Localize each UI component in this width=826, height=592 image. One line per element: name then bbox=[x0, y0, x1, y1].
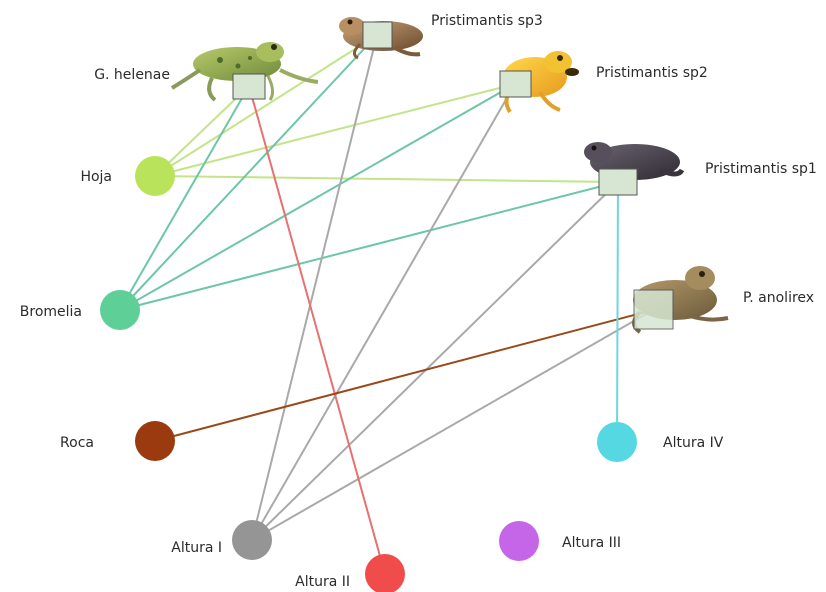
edge-bromelia-sp1 bbox=[120, 182, 618, 310]
species-layer: G. helenae Pristimantis sp3 bbox=[94, 13, 817, 332]
species-label-sp1: Pristimantis sp1 bbox=[705, 161, 817, 177]
anchor-box bbox=[500, 71, 531, 97]
hoja-circle bbox=[135, 156, 175, 196]
species-node-helenae[interactable]: G. helenae bbox=[94, 42, 318, 100]
habitat-node-altura1[interactable]: Altura I bbox=[171, 520, 272, 560]
habitat-node-altura2[interactable]: Altura II bbox=[295, 554, 405, 592]
edge-altura1-sp3 bbox=[252, 35, 377, 540]
habitat-label-altura-iii: Altura III bbox=[562, 535, 621, 551]
habitat-label-bromelia: Bromelia bbox=[20, 304, 82, 320]
altura-ii-circle bbox=[365, 554, 405, 592]
edge-hoja-sp1 bbox=[155, 176, 618, 182]
edges-layer bbox=[120, 35, 653, 574]
edge-altura2-helenae bbox=[249, 86, 385, 574]
habitat-node-bromelia[interactable]: Bromelia bbox=[20, 290, 140, 330]
edge-altura1-sp2 bbox=[252, 84, 515, 540]
altura-iii-circle bbox=[499, 521, 539, 561]
species-node-anolirex[interactable]: P. anolirex bbox=[633, 266, 814, 332]
habitat-label-altura-ii: Altura II bbox=[295, 574, 350, 590]
species-label-anolirex: P. anolirex bbox=[743, 290, 814, 306]
edge-roca-anolirex bbox=[155, 310, 653, 441]
anchor-box bbox=[634, 290, 673, 329]
habitat-node-roca[interactable]: Roca bbox=[60, 421, 175, 461]
species-label-sp2: Pristimantis sp2 bbox=[596, 65, 708, 81]
species-node-sp3[interactable]: Pristimantis sp3 bbox=[339, 13, 543, 58]
species-label-sp3: Pristimantis sp3 bbox=[431, 13, 543, 29]
habitat-label-hoja: Hoja bbox=[80, 169, 112, 185]
habitat-label-altura-i: Altura I bbox=[171, 540, 222, 556]
edge-hoja-sp2 bbox=[155, 84, 515, 176]
altura-i-circle bbox=[232, 520, 272, 560]
edge-altura4-sp1 bbox=[617, 182, 618, 442]
habitat-node-altura3[interactable]: Altura III bbox=[499, 521, 621, 561]
species-node-sp2[interactable]: Pristimantis sp2 bbox=[500, 51, 708, 112]
species-label-helenae: G. helenae bbox=[94, 67, 170, 83]
edge-bromelia-helenae bbox=[120, 86, 249, 310]
habitat-label-roca: Roca bbox=[60, 435, 94, 451]
roca-circle bbox=[135, 421, 175, 461]
habitat-label-altura-iv: Altura IV bbox=[663, 435, 724, 451]
anchor-box bbox=[363, 22, 392, 48]
species-node-sp1[interactable]: Pristimantis sp1 bbox=[584, 142, 817, 195]
habitat-node-altura4[interactable]: Altura IV bbox=[597, 422, 724, 462]
altura-iv-circle bbox=[597, 422, 637, 462]
anchor-box bbox=[599, 169, 637, 195]
bromelia-circle bbox=[100, 290, 140, 330]
habitat-node-hoja[interactable]: Hoja bbox=[80, 156, 175, 196]
anchor-box bbox=[233, 74, 265, 99]
